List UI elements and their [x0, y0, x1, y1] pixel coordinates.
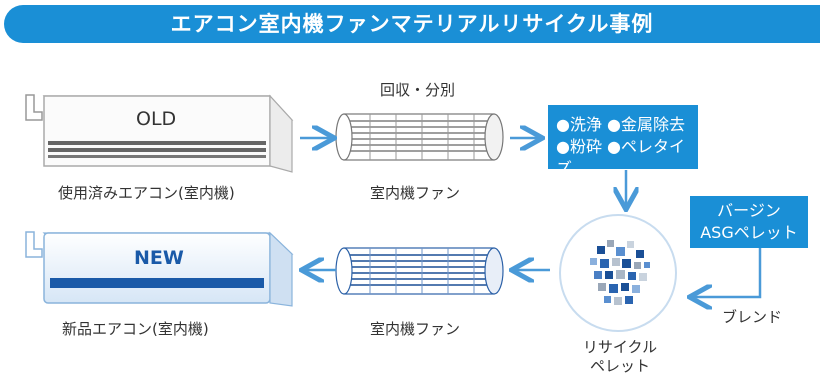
virgin-line-1: バージン — [717, 201, 781, 220]
fan-bottom-icon — [335, 247, 504, 295]
virgin-line-2: ASGペレット — [700, 223, 798, 242]
new-ac-unit-icon — [25, 231, 294, 307]
recycle-line-1: リサイクル — [582, 338, 658, 356]
process-box: ●洗浄 ●金属除去 ●粉砕 ●ペレタイズ — [548, 105, 698, 178]
fan-bottom-caption: 室内機ファン — [370, 320, 461, 338]
old-ac-unit-icon — [25, 94, 294, 173]
new-label: NEW — [134, 247, 184, 269]
process-line-1: ●洗浄 ●金属除去 — [556, 115, 686, 134]
recycle-pellet-icon — [559, 214, 677, 332]
recycle-line-2: ペレット — [589, 357, 650, 375]
new-caption: 新品エアコン(室内機) — [62, 320, 209, 338]
old-caption: 使用済みエアコン(室内機) — [58, 184, 235, 202]
blend-label: ブレンド — [722, 308, 783, 326]
old-label: OLD — [136, 108, 177, 130]
recycle-pellet-caption: リサイクル ペレット — [570, 338, 670, 376]
fan-top-icon — [335, 113, 504, 161]
title-banner: エアコン室内機ファンマテリアルリサイクル事例 — [4, 5, 820, 43]
collect-label: 回収・分別 — [380, 81, 456, 99]
process-line-2: ●粉砕 ●ペレタイズ — [556, 137, 686, 178]
arrow-virgin-to-pellet — [692, 248, 762, 297]
fan-top-caption: 室内機ファン — [370, 184, 461, 202]
virgin-pellet-box: バージン ASGペレット — [690, 196, 808, 248]
